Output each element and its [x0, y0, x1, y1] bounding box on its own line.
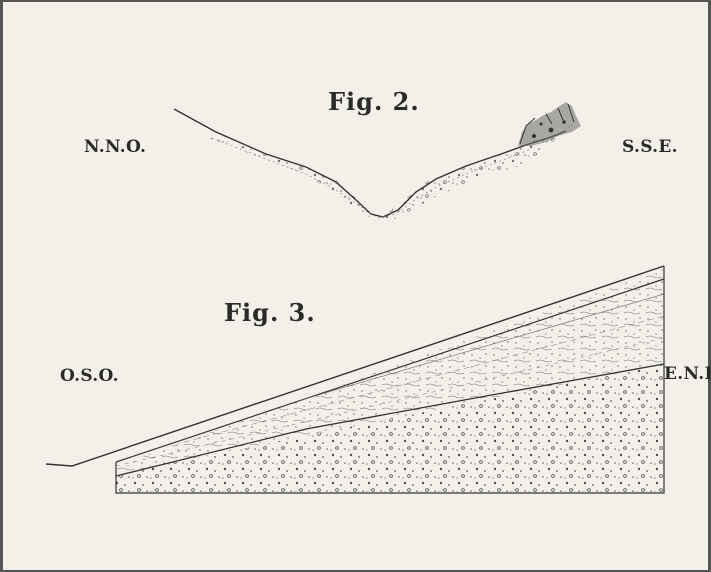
geological-sections	[6, 4, 711, 572]
fig2-rock-outcrop	[518, 102, 581, 146]
fig2-section	[174, 102, 581, 224]
fig3-section	[46, 264, 676, 499]
illustration-panel: Fig. 2. N.N.O. S.S.E. Fig. 3. O.S.O. E.N…	[6, 4, 711, 572]
fig2-deposit-boundary	[212, 138, 531, 218]
